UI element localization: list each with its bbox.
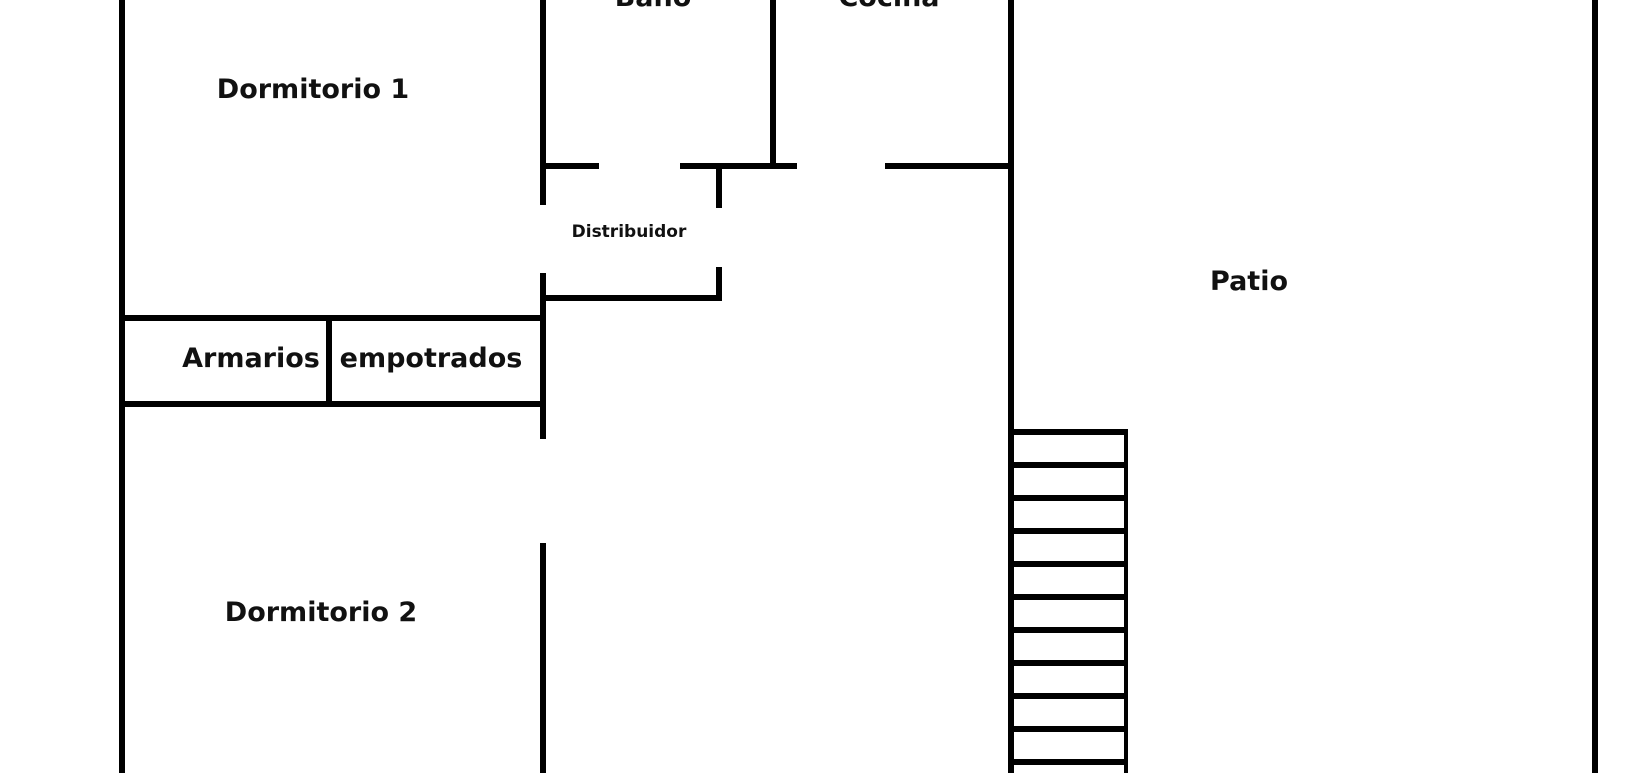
staircase — [1011, 429, 1128, 773]
room-label-patio: Patio — [1210, 266, 1288, 297]
room-label-closets-a: Armarios — [182, 343, 320, 374]
room-label-hall: Distribuidor — [572, 222, 687, 242]
room-label-bedroom-2: Dormitorio 2 — [225, 597, 417, 628]
room-label-bedroom-1: Dormitorio 1 — [217, 74, 409, 105]
room-label-bathroom: Baño — [615, 0, 692, 13]
walls — [119, 0, 1598, 773]
room-label-kitchen: Cocina — [838, 0, 939, 13]
room-label-closets-b: empotrados — [340, 343, 523, 374]
